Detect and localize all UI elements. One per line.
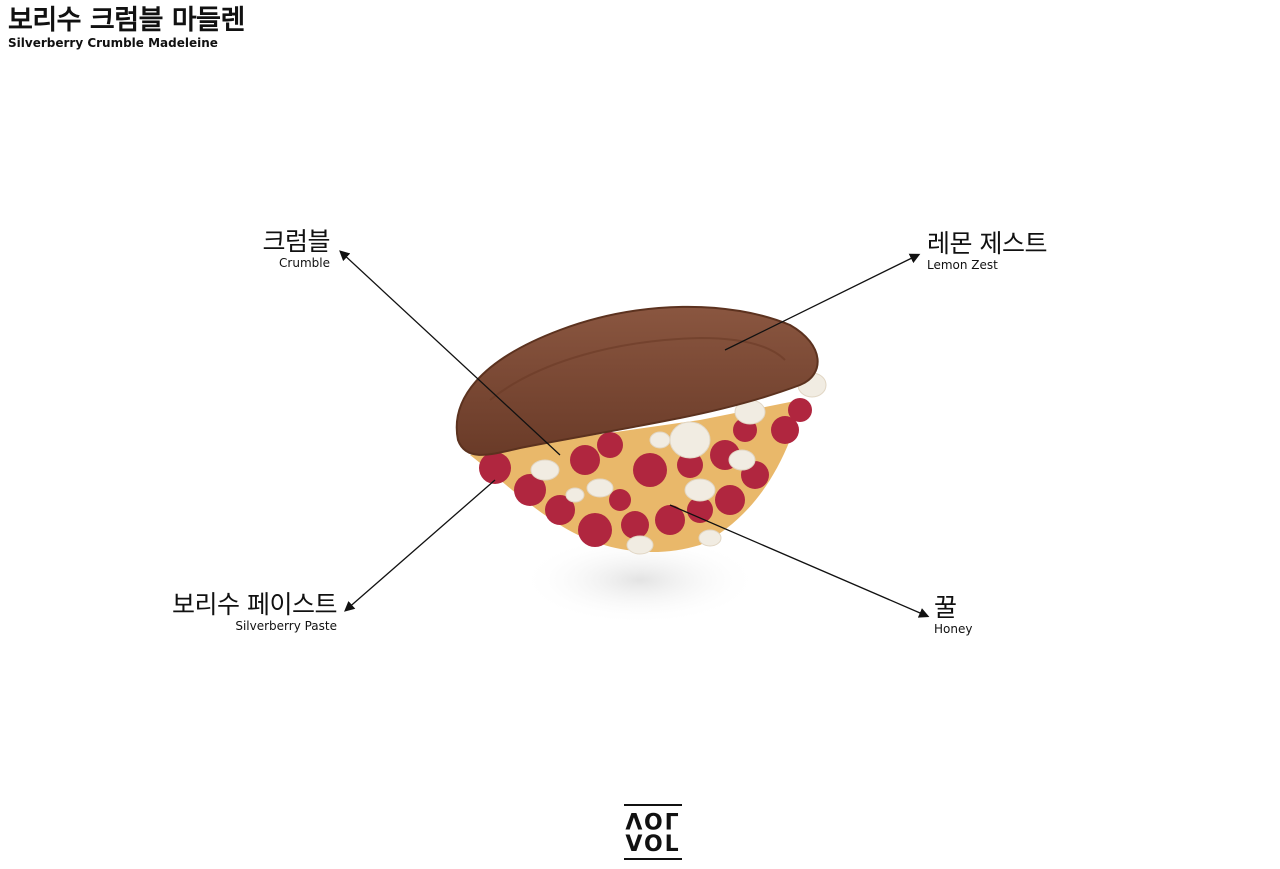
- callout-silverberry-paste: 보리수 페이스트 Silverberry Paste: [172, 590, 337, 634]
- callout-lemon-zest-english: Lemon Zest: [927, 258, 998, 272]
- callout-honey-korean: 꿀: [934, 593, 957, 622]
- callout-lemon-zest: 레몬 제스트 Lemon Zest: [927, 229, 1047, 273]
- callout-silverberry-paste-english: Silverberry Paste: [235, 619, 337, 633]
- logo-bar-top: [624, 804, 682, 806]
- filling: [470, 372, 827, 555]
- logo-mirrored-text: VOL: [625, 807, 681, 832]
- callout-crumble-english: Crumble: [279, 256, 330, 270]
- arrow-silverberry-paste: [344, 479, 496, 612]
- title-english: Silverberry Crumble Madeleine: [8, 36, 218, 50]
- shadow: [520, 535, 760, 625]
- arrow-honey: [669, 504, 930, 618]
- arrow-crumble: [339, 250, 561, 456]
- callout-lemon-zest-korean: 레몬 제스트: [927, 229, 1047, 258]
- title-korean: 보리수 크럼블 마들렌: [8, 5, 245, 36]
- callout-crumble-korean: 크럼블: [262, 227, 330, 256]
- logo-text: VOL: [625, 832, 681, 857]
- arrow-lemon-zest: [724, 253, 921, 351]
- callout-crumble: 크럼블 Crumble: [262, 227, 330, 271]
- callout-silverberry-paste-korean: 보리수 페이스트: [172, 590, 337, 619]
- madeleine-cake: [455, 305, 819, 456]
- callout-honey: 꿀 Honey: [934, 593, 973, 637]
- brand-logo: VOL VOL: [624, 804, 682, 860]
- product-title: 보리수 크럼블 마들렌 Silverberry Crumble Madelein…: [8, 4, 245, 49]
- callout-honey-english: Honey: [934, 622, 973, 636]
- logo-bar-bottom: [624, 858, 682, 860]
